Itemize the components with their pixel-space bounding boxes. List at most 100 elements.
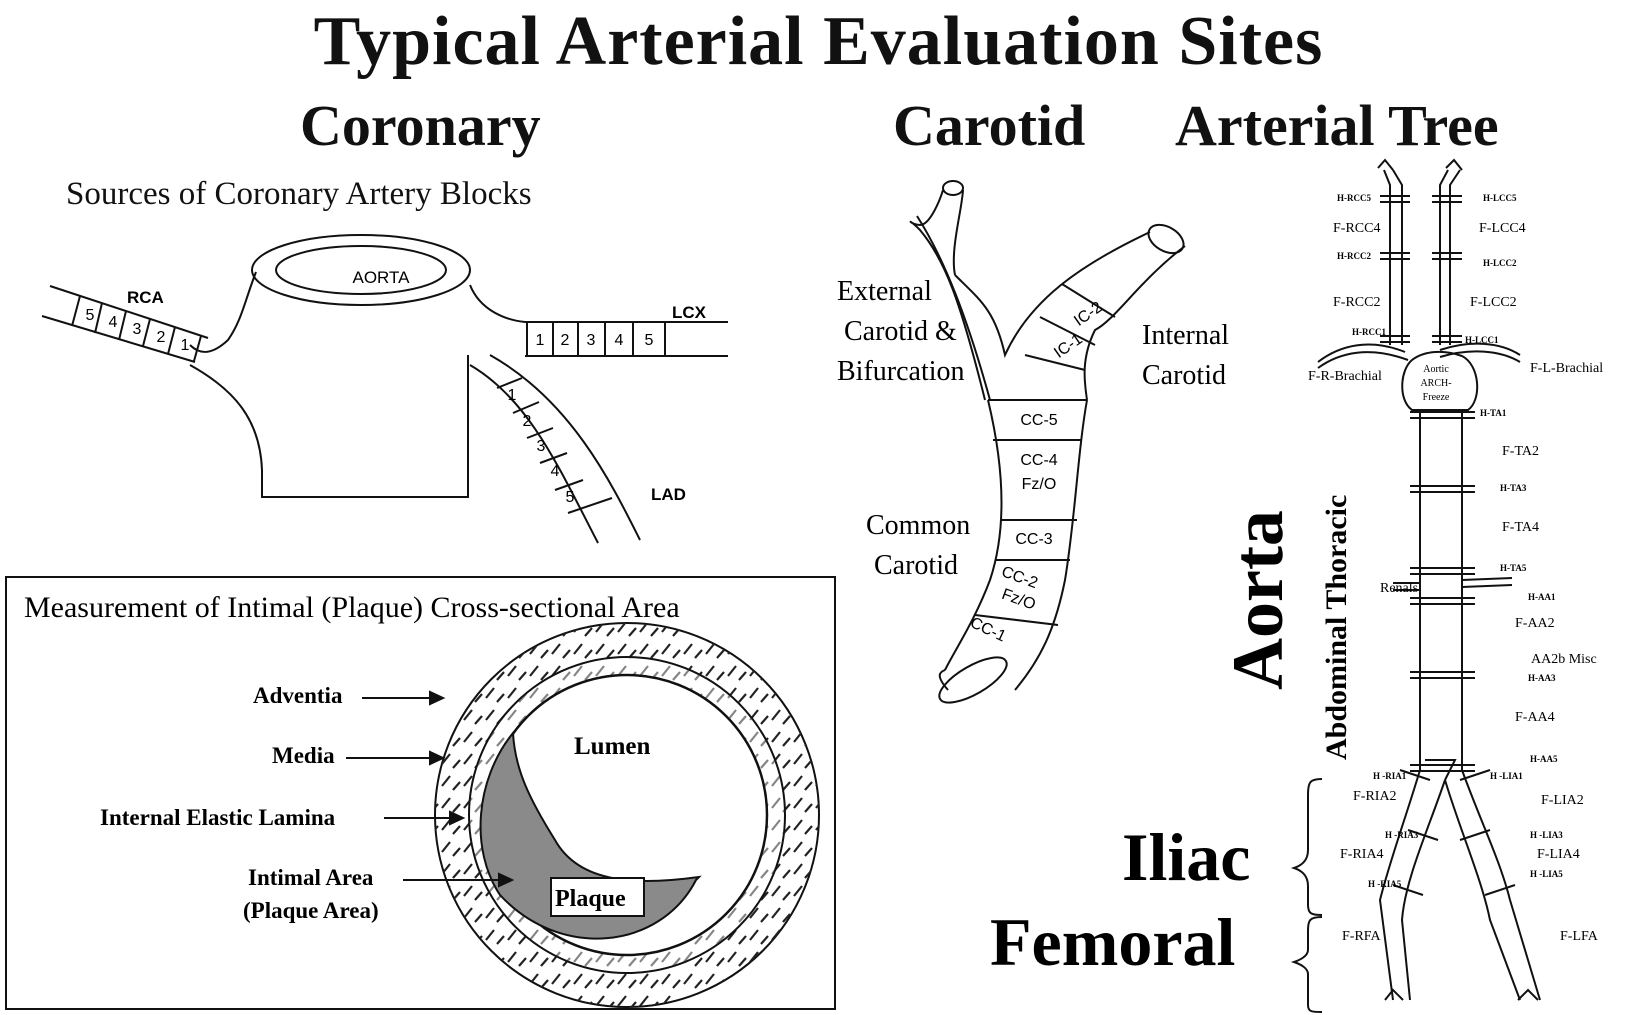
aortic-arch <box>1401 350 1479 411</box>
h-aa5-label: H-AA5 <box>1530 754 1558 764</box>
internal-carotid-outer <box>1083 245 1186 401</box>
h-aa3-label: H-AA3 <box>1528 673 1556 683</box>
tree-h-labels: H-RCC5 H-LCC5 H-RCC2 H-LCC2 H-RCC1 H-LCC… <box>1337 193 1563 889</box>
external-carotid-right <box>952 189 964 276</box>
aorta-subregion-label: Abdominal Thoracic <box>1320 495 1353 760</box>
arch-label-2: ARCH- <box>1420 378 1451 389</box>
vessel-cross-section <box>434 622 820 1008</box>
left-brachial <box>1439 342 1521 356</box>
f-ria2-label: F-RIA2 <box>1353 789 1397 804</box>
renal-arteries <box>1393 577 1513 591</box>
arch-label-3: Freeze <box>1423 392 1450 403</box>
lcx-segment-dividers <box>526 322 666 356</box>
f-lbrachial-label: F-L-Brachial <box>1530 361 1603 376</box>
f-lia4-label: F-LIA4 <box>1537 847 1580 862</box>
lcx-seg-label: 3 <box>587 332 596 349</box>
f-lia2-label: F-LIA2 <box>1541 793 1584 808</box>
intimal-panel-frame <box>5 576 836 1010</box>
h-aa1-label: H-AA1 <box>1528 592 1556 602</box>
lad-seg-label: 3 <box>537 438 546 455</box>
lad-label: LAD <box>651 485 686 504</box>
cc-seg-label: Fz/O <box>1022 476 1057 493</box>
lcx-label: LCX <box>672 303 707 322</box>
internal-carotid-lumen <box>1147 223 1185 255</box>
external-label-2: Carotid & <box>844 316 957 347</box>
coronary-heading: Coronary <box>300 93 541 158</box>
f-ta4-label: F-TA4 <box>1502 520 1539 535</box>
lad-outer-wall <box>469 364 599 544</box>
rca-seg-label: 2 <box>157 329 166 346</box>
right-common-carotid <box>1383 169 1403 345</box>
lad-seg-label: 5 <box>566 489 575 506</box>
arch-labels: Aortic ARCH- Freeze <box>1420 364 1451 403</box>
lad-seg-label: 1 <box>508 387 517 404</box>
rca-segment-dividers <box>71 295 202 362</box>
h-lcc5-label: H-LCC5 <box>1483 193 1517 203</box>
common-label-2: Carotid <box>874 550 958 581</box>
ic-seg-label: IC-2 <box>1071 299 1106 330</box>
aorta-trunk <box>1419 410 1463 770</box>
h-ria3-label: H -RIA3 <box>1385 830 1419 840</box>
h-ta5-label: H-TA5 <box>1500 563 1527 573</box>
rca-segment-labels: 5 4 3 2 1 <box>86 307 190 354</box>
figure-title: Typical Arterial Evaluation Sites <box>313 3 1324 80</box>
f-rcc2-label: F-RCC2 <box>1333 295 1380 310</box>
lad-inner-wall <box>489 354 641 541</box>
h-ta3-label: H-TA3 <box>1500 483 1527 493</box>
femoral-region-label: Femoral <box>990 904 1235 980</box>
external-label-1: External <box>837 276 932 307</box>
adventia-label: Adventia <box>253 683 343 708</box>
bifurcation-crotch <box>954 231 1151 359</box>
carotid-segment-labels: IC-2 IC-1 CC-5 CC-4 Fz/O CC-3 CC-2 Fz/O … <box>967 299 1105 646</box>
f-lcc4-label: F-LCC4 <box>1479 221 1526 236</box>
internal-label-1: Internal <box>1142 320 1229 351</box>
heart-body-outline <box>189 355 469 498</box>
common-carotid-right <box>1014 399 1088 691</box>
aorta-region-label: Aorta <box>1218 510 1298 690</box>
internal-label-2: Carotid <box>1142 360 1226 391</box>
coronary-subtitle: Sources of Coronary Artery Blocks <box>66 176 532 212</box>
intimal-panel-title: Measurement of Intimal (Plaque) Cross-se… <box>24 591 680 624</box>
lcx-seg-label: 1 <box>536 332 545 349</box>
aorta-label: AORTA <box>353 268 411 287</box>
lad-seg-label: 4 <box>551 463 560 480</box>
rca-upper-wall <box>49 285 209 339</box>
aorta-outer-ring <box>251 234 471 306</box>
f-ria4-label: F-RIA4 <box>1340 847 1384 862</box>
lad-segment-labels: 1 2 3 4 5 <box>508 387 575 506</box>
f-lfa-label: F-LFA <box>1560 929 1599 944</box>
iliac-region-label: Iliac <box>1122 819 1250 895</box>
h-ria1-label: H -RIA1 <box>1373 771 1407 781</box>
f-aa2-label: F-AA2 <box>1515 616 1555 631</box>
common-label-1: Common <box>866 510 970 541</box>
external-label-3: Bifurcation <box>837 356 965 387</box>
rca-seg-label: 1 <box>181 337 190 354</box>
h-lia1-label: H -LIA1 <box>1490 771 1523 781</box>
carotid-region-labels: External Carotid & Bifurcation Internal … <box>837 276 1229 581</box>
f-rbrachial-label: F-R-Brachial <box>1308 369 1382 384</box>
arch-label-1: Aortic <box>1423 364 1449 375</box>
h-lia3-label: H -LIA3 <box>1530 830 1563 840</box>
iel-label: Internal Elastic Lamina <box>100 805 336 830</box>
lad-seg-label: 2 <box>523 413 532 430</box>
common-carotid-lumen <box>938 656 1008 704</box>
right-brachial <box>1317 343 1406 363</box>
lcx-seg-label: 2 <box>561 332 570 349</box>
h-rcc5-label: H-RCC5 <box>1337 193 1371 203</box>
h-lcc2-label: H-LCC2 <box>1483 258 1517 268</box>
plaque-area-label: (Plaque Area) <box>243 898 379 923</box>
h-lia5-label: H -LIA5 <box>1530 869 1563 879</box>
left-common-carotid <box>1439 169 1461 345</box>
plaque-label-box <box>550 877 645 917</box>
coronary-diagram <box>41 234 728 544</box>
cc-seg-label: CC-5 <box>1020 412 1057 429</box>
h-ria5-label: H -RIA5 <box>1368 879 1402 889</box>
arterial-tree-diagram <box>1317 158 1541 1001</box>
lad-segment-dividers <box>496 377 613 514</box>
rca-label: RCA <box>127 288 164 307</box>
region-braces <box>1290 778 1323 1013</box>
ic-seg-label: IC-1 <box>1051 331 1086 362</box>
rca-seg-label: 3 <box>133 321 142 338</box>
carotid-heading: Carotid <box>893 93 1086 158</box>
